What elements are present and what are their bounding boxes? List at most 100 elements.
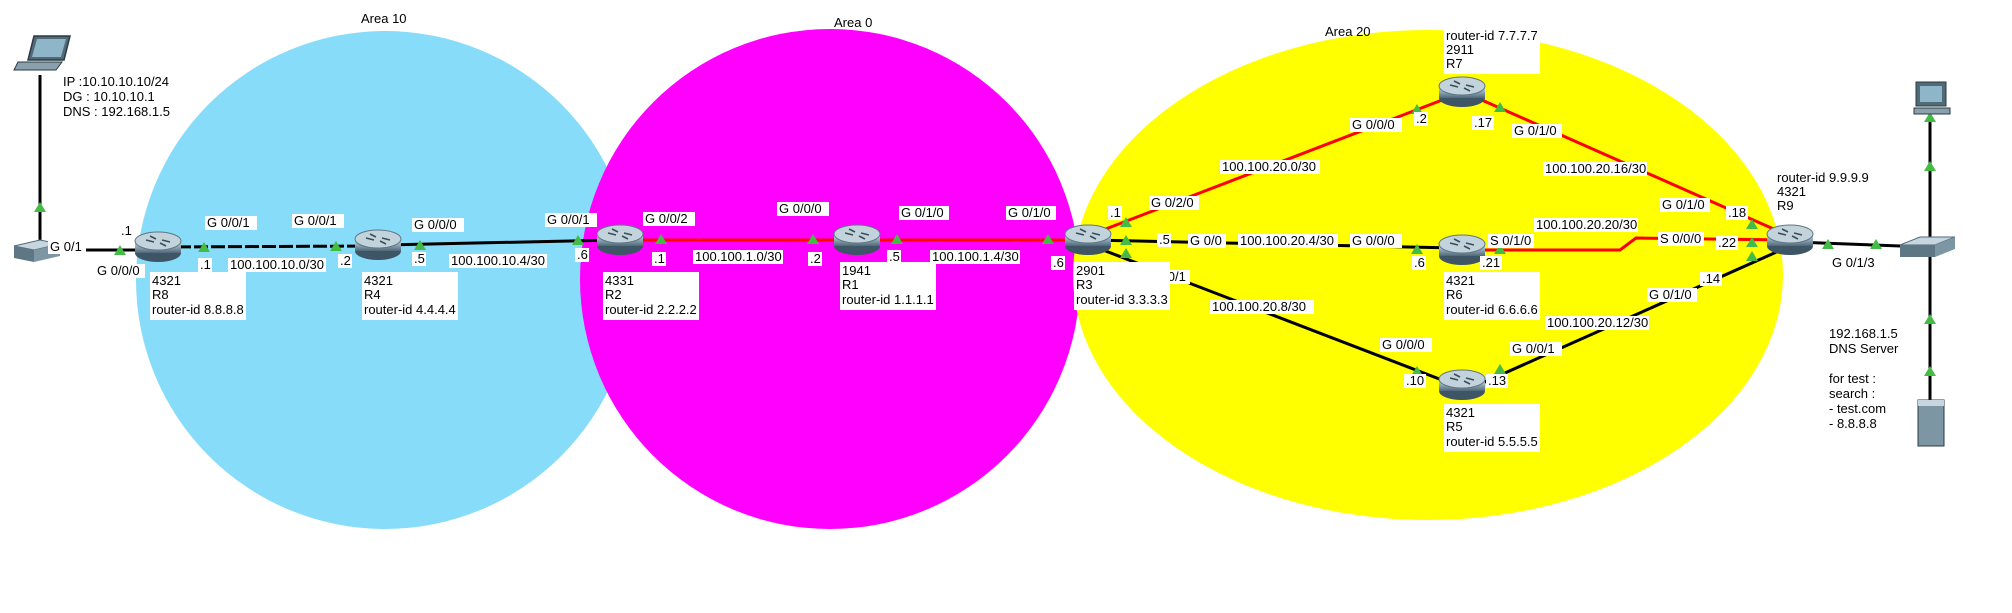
router-r6-icon[interactable] (1438, 234, 1486, 266)
label-text: .1 (121, 223, 132, 238)
label-text: .5 (1159, 232, 1170, 247)
label-text: G 0/0/1 (547, 212, 590, 227)
label-text: .10 (1406, 373, 1424, 388)
label-text: G 0/0/0 (97, 263, 140, 278)
label-text: .6 (1053, 255, 1064, 270)
label-text: .13 (1488, 373, 1506, 388)
label-text: 100.100.20.12/30 (1547, 315, 1648, 330)
label-text: G 0/1/0 (1008, 205, 1051, 220)
label-text: G 0/0/1 (1512, 341, 1555, 356)
label-text: - test.com (1829, 401, 1886, 416)
label-text: 4321 (1446, 273, 1475, 288)
area-10-label: Area 10 (361, 11, 407, 26)
label-text: R4 (364, 287, 381, 302)
label-text: router-id 6.6.6.6 (1446, 302, 1538, 317)
area-20-ellipse (1073, 30, 1783, 520)
label-text: .1 (654, 251, 665, 266)
link-r5-r9 (1477, 244, 1791, 387)
label-text: G 0/1 (50, 239, 82, 254)
port-up-icon (1924, 161, 1936, 171)
area-0-circle (580, 29, 1080, 529)
label-text: .2 (340, 253, 351, 268)
label-text: 100.100.10.0/30 (230, 257, 324, 272)
label-text: .2 (1416, 111, 1427, 126)
label-text: R7 (1446, 56, 1463, 71)
label-text: G 0/1/0 (901, 205, 944, 220)
label-text: 100.100.20.16/30 (1545, 161, 1646, 176)
desktop-pc-icon[interactable] (1913, 81, 1951, 115)
label-text: router-id 8.8.8.8 (152, 302, 244, 317)
laptop-icon[interactable] (13, 35, 71, 71)
label-text: R1 (842, 277, 859, 292)
label-text: .5 (414, 251, 425, 266)
label-text: DNS Server (1829, 341, 1899, 356)
label-text: G 0/1/0 (1662, 197, 1705, 212)
port-up-icon (1924, 314, 1936, 324)
label-text: router-id 3.3.3.3 (1076, 292, 1168, 307)
label-text: R5 (1446, 419, 1463, 434)
router-r4-icon[interactable] (354, 229, 402, 261)
label-text: G 0/1/0 (1649, 287, 1692, 302)
label-text: R8 (152, 287, 169, 302)
router-r9-icon[interactable] (1766, 224, 1814, 256)
label-text: 4331 (605, 273, 634, 288)
label-text: 100.100.1.4/30 (932, 249, 1019, 264)
label-text: G 0/0/0 (1352, 117, 1395, 132)
label-text: router-id 5.5.5.5 (1446, 434, 1538, 449)
pc-dg: DG : 10.10.10.1 (63, 89, 155, 104)
label-text: 4321 (152, 273, 181, 288)
label-text: .6 (577, 247, 588, 262)
label-text: G 0/1/0 (1514, 123, 1557, 138)
label-text: .22 (1718, 235, 1736, 250)
label-text: 100.100.20.8/30 (1212, 299, 1306, 314)
router-r2-icon[interactable] (596, 224, 644, 256)
label-text: 4321 (1446, 405, 1475, 420)
label-text: G 0/0/0 (1382, 337, 1425, 352)
label-text: 4321 (364, 273, 393, 288)
label-text: G 0/0/0 (414, 217, 457, 232)
label-text: .1 (1110, 205, 1121, 220)
label-text: G 0/0/2 (645, 211, 688, 226)
server-icon[interactable] (1917, 399, 1945, 447)
label-text: .2 (810, 251, 821, 266)
label-text: router-id 9.9.9.9 (1777, 170, 1869, 185)
label-text: 1941 (842, 263, 871, 278)
label-text: G 0/2/0 (1151, 195, 1194, 210)
link-r6-r9-serial (1478, 236, 1791, 252)
label-text: G 0/0/0 (779, 201, 822, 216)
label-text: S 0/1/0 (1490, 233, 1531, 248)
label-text: .14 (1702, 271, 1720, 286)
label-text: router-id 2.2.2.2 (605, 302, 697, 317)
label-text: G 0/0/1 (207, 215, 250, 230)
router-r7-icon[interactable] (1438, 76, 1486, 108)
label-text: R2 (605, 287, 622, 302)
router-r1-icon[interactable] (833, 224, 881, 256)
router-r3-icon[interactable] (1064, 224, 1112, 256)
label-text: .18 (1728, 205, 1746, 220)
label-text: search : (1829, 386, 1875, 401)
label-text: for test : (1829, 371, 1876, 386)
link-r8-r4 (159, 244, 376, 249)
label-text: S 0/0/0 (1660, 231, 1701, 246)
switch-r9-icon[interactable] (1899, 236, 1956, 257)
router-r8-icon[interactable] (134, 231, 182, 263)
port-up-icon (1924, 366, 1936, 376)
router-r5-icon[interactable] (1438, 369, 1486, 401)
label-text: R6 (1446, 287, 1463, 302)
label-text: router-id 1.1.1.1 (842, 292, 934, 307)
label-text: G 0/0/1 (294, 213, 337, 228)
label-text: G 0/0/0 (1352, 233, 1395, 248)
label-text: .5 (889, 249, 900, 264)
label-text: .17 (1474, 115, 1492, 130)
area-20-label: Area 20 (1325, 24, 1371, 39)
label-text: 100.100.20.0/30 (1222, 159, 1316, 174)
label-text: 2901 (1076, 263, 1105, 278)
label-text: R9 (1777, 198, 1794, 213)
label-text: R3 (1076, 277, 1093, 292)
label-text: 100.100.1.0/30 (695, 249, 782, 264)
label-text: 100.100.10.4/30 (451, 253, 545, 268)
label-text: G 0/1/3 (1832, 255, 1875, 270)
label-text: router-id 7.7.7.7 (1446, 28, 1538, 43)
